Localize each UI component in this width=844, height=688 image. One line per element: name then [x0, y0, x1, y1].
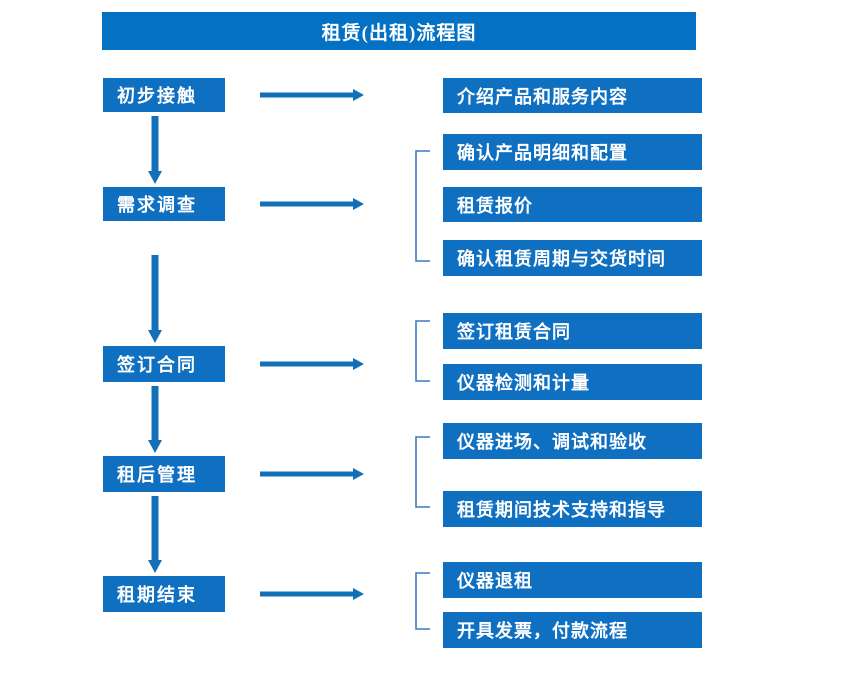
detail-box-invoice-payment[interactable]: 开具发票，付款流程: [443, 612, 702, 648]
detail-box-rental-quotation[interactable]: 租赁报价: [443, 187, 702, 222]
stage-box-rental-end[interactable]: 租期结束: [103, 576, 225, 612]
detail-box-introduce-products[interactable]: 介绍产品和服务内容: [443, 78, 702, 113]
detail-box-technical-support[interactable]: 租赁期间技术支持和指导: [443, 491, 702, 527]
detail-box-instrument-entry-commissioning[interactable]: 仪器进场、调试和验收: [443, 423, 702, 459]
down-arrow-icon: [145, 255, 165, 343]
right-arrow-icon: [260, 355, 364, 373]
group-bracket: [414, 320, 432, 382]
right-arrow-icon: [260, 195, 364, 213]
group-bracket: [414, 436, 432, 508]
detail-box-confirm-rental-period[interactable]: 确认租赁周期与交货时间: [443, 240, 702, 276]
right-arrow-icon: [260, 585, 364, 603]
group-bracket: [414, 150, 432, 262]
group-bracket: [414, 572, 432, 630]
down-arrow-icon: [145, 116, 165, 184]
stage-box-post-rental-management[interactable]: 租后管理: [103, 456, 225, 492]
right-arrow-icon: [260, 465, 364, 483]
down-arrow-icon: [145, 496, 165, 573]
down-arrow-icon: [145, 386, 165, 453]
stage-box-sign-contract[interactable]: 签订合同: [103, 346, 225, 382]
flowchart-title: 租赁(出租)流程图: [102, 12, 696, 50]
stage-box-initial-contact[interactable]: 初步接触: [103, 78, 225, 112]
stage-box-demand-survey[interactable]: 需求调查: [103, 187, 225, 221]
detail-box-confirm-product-details[interactable]: 确认产品明细和配置: [443, 134, 702, 170]
detail-box-sign-rental-contract[interactable]: 签订租赁合同: [443, 313, 702, 349]
detail-box-instrument-return[interactable]: 仪器退租: [443, 562, 702, 598]
detail-box-instrument-inspection[interactable]: 仪器检测和计量: [443, 364, 702, 400]
right-arrow-icon: [260, 86, 364, 104]
